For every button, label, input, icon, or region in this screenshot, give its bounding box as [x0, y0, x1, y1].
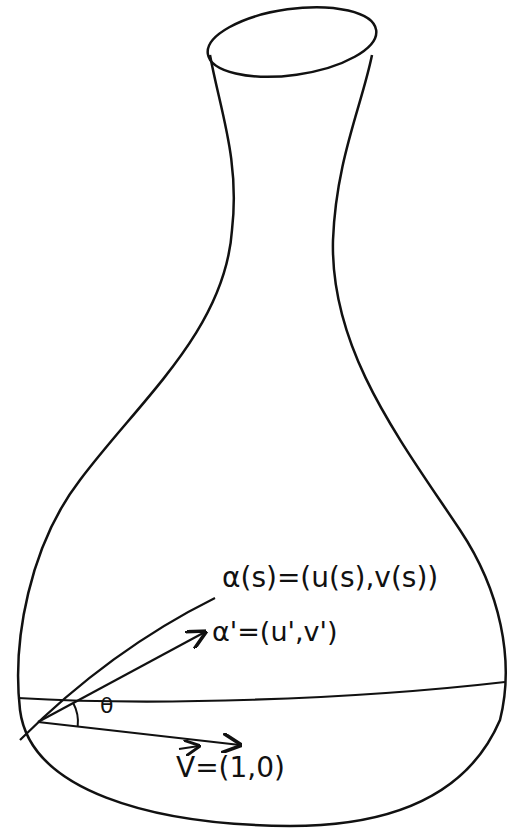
vase-opening	[203, 0, 381, 87]
parallel-curve	[18, 682, 505, 701]
vector-label: V=(1,0)	[176, 752, 285, 784]
vector-accent	[179, 746, 199, 749]
angle-arc	[73, 703, 78, 727]
curve-alpha	[20, 598, 215, 740]
angle-label: θ	[100, 693, 113, 718]
tangent-label: α'=(u',v')	[212, 616, 337, 647]
vase-outline	[18, 55, 506, 826]
unit-vector	[38, 722, 240, 745]
tangent-vector	[38, 632, 205, 722]
curve-label: α(s)=(u(s),v(s))	[222, 562, 438, 594]
